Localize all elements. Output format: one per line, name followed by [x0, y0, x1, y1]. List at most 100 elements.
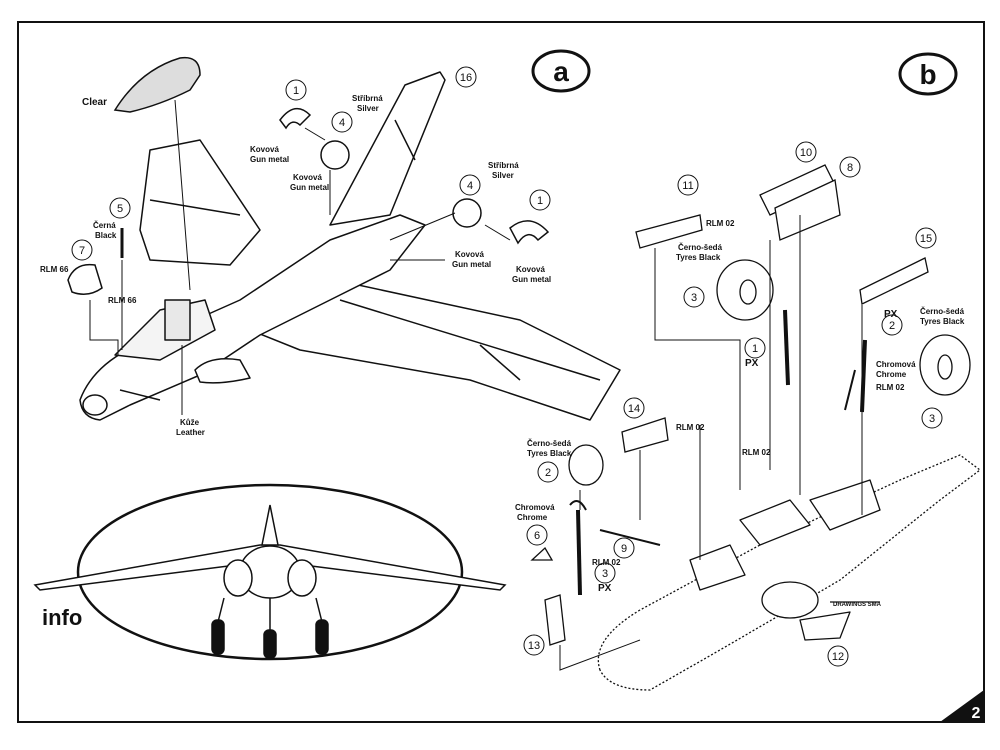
label-labels-a-leather: Leather [176, 428, 205, 437]
gear-doors [544, 164, 929, 646]
callout-6: 6 [526, 524, 548, 546]
label-labels-b-rlm02-15: RLM 02 [876, 383, 905, 392]
label-labels-a-silver2: Silver [492, 171, 514, 180]
label-labels-b-px2: PX [884, 309, 898, 320]
callout-2a: 2 [881, 314, 903, 336]
callout-11: 11 [677, 174, 699, 196]
label-part-numbers-p9: 9 [621, 543, 627, 555]
label-part-numbers-p6: 6 [534, 530, 540, 542]
leader-lines-a [89, 127, 511, 415]
intake-cone-part [320, 140, 350, 170]
label-labels-a-stribrna1: Stříbrná [352, 94, 383, 103]
callout-9: 9 [613, 537, 635, 559]
label-part-numbers-p15: 15 [920, 233, 932, 245]
callout-1b: 1 [529, 189, 551, 211]
label-labels-b-rlm02-14: RLM 02 [676, 423, 705, 432]
intake-cone-part-2 [452, 198, 482, 228]
section-b-marker: b [898, 52, 958, 96]
label-part-numbers-p3a: 3 [691, 292, 697, 304]
label-labels-a-stribrna2: Stříbrná [488, 161, 519, 170]
label-labels-b-chromova2: Chromová [515, 503, 555, 512]
callout-13: 13 [523, 634, 545, 656]
label-part-numbers-p1c: 1 [752, 343, 758, 355]
label-labels-a-kuze: Kůže [180, 418, 200, 427]
label-part-numbers-p3b: 3 [929, 413, 935, 425]
callout-2b: 2 [537, 461, 559, 483]
callout-15: 15 [915, 227, 937, 249]
label-part-numbers-p4b: 4 [467, 180, 473, 192]
label-labels-b-chromova1: Chromová [876, 360, 916, 369]
callout-7: 7 [71, 239, 93, 261]
label-labels-a-kovova4: Kovová [516, 265, 545, 274]
label-part-numbers-p8: 8 [847, 162, 853, 174]
label-labels-b-px3: PX [598, 583, 612, 594]
label-labels-b-px1: PX [745, 358, 759, 369]
exhaust-ring-part [279, 107, 312, 130]
callout-4a: 4 [331, 111, 353, 133]
callout-4b: 4 [459, 174, 481, 196]
label-labels-a-gunmetal2: Gun metal [290, 183, 329, 192]
label-part-numbers-p16: 16 [460, 72, 472, 84]
label-part-numbers-p1b: 1 [537, 195, 543, 207]
label-labels-b-cerno-seda2: Černo-šedá [920, 307, 965, 316]
landing-gear-parts [530, 259, 971, 596]
label-labels-b-rlm02-11: RLM 02 [706, 219, 735, 228]
label-part-numbers-p2a: 2 [889, 320, 895, 332]
info-label: info [42, 605, 82, 630]
label-part-numbers-p13: 13 [528, 640, 540, 652]
label-labels-b-chrome1: Chrome [876, 370, 907, 379]
callout-5: 5 [109, 197, 131, 219]
label-labels-b-chrome2: Chrome [517, 513, 548, 522]
label-labels-a-silver1: Silver [357, 104, 379, 113]
page-frame [17, 21, 985, 723]
label-labels-b-tyres2: Tyres Black [920, 317, 965, 326]
label-part-numbers-p7: 7 [79, 245, 85, 257]
callout-1c: 1 [744, 337, 766, 359]
callout-3c: 3 [594, 562, 616, 584]
leader-lines-b [559, 215, 863, 671]
label-labels-a-cerna: Černá [93, 221, 116, 230]
section-a-marker: a [531, 49, 591, 93]
label-section-b-label: b [919, 59, 936, 90]
page-number-tab: 2 [940, 690, 984, 722]
headrest-part [67, 263, 103, 295]
callout-12: 12 [827, 645, 849, 667]
label-labels-a-clear: Clear [82, 97, 107, 108]
label-labels-a-gunmetal1: Gun metal [250, 155, 289, 164]
label-labels-b-tyres1: Tyres Black [676, 253, 721, 262]
label-labels-a-kovova1: Kovová [250, 145, 279, 154]
callout-3a: 3 [683, 286, 705, 308]
label-part-numbers-p10: 10 [800, 147, 812, 159]
label-labels-b-cerno-seda3: Černo-šedá [527, 439, 572, 448]
label-labels-a-kovova2: Kovová [293, 173, 322, 182]
callout-14: 14 [623, 397, 645, 419]
callout-16: 16 [455, 66, 477, 88]
label-part-numbers-p2b: 2 [545, 467, 551, 479]
label-labels-a-gunmetal4: Gun metal [512, 275, 551, 284]
canopy-part: Clear [82, 56, 201, 291]
label-part-numbers-p14: 14 [628, 403, 640, 415]
label-labels-b-rlm02-9: RLM 02 [592, 558, 621, 567]
label-page-number: 2 [972, 705, 981, 722]
brand-strip: DRAWINGS SMA [833, 602, 882, 608]
callout-10: 10 [795, 141, 817, 163]
label-part-numbers-p1a: 1 [293, 85, 299, 97]
exhaust-ring-part-2 [509, 220, 550, 245]
label-part-numbers-p5: 5 [117, 203, 123, 215]
label-labels-a-rlm66-a: RLM 66 [40, 265, 69, 274]
label-labels-a-black: Black [95, 231, 117, 240]
label-part-numbers-p4a: 4 [339, 117, 345, 129]
info-front-view [33, 483, 507, 661]
label-part-numbers-p12: 12 [832, 651, 844, 663]
aircraft-b-drawing [597, 454, 981, 691]
label-labels-a-gunmetal3: Gun metal [452, 260, 491, 269]
label-part-numbers-p3c: 3 [602, 568, 608, 580]
label-part-numbers-p11: 11 [682, 180, 693, 192]
label-labels-b-cerno-seda1: Černo-šedá [678, 243, 723, 252]
label-labels-b-tyres3: Tyres Black [527, 449, 572, 458]
callout-8: 8 [839, 156, 861, 178]
label-section-a-label: a [553, 56, 569, 87]
label-labels-b-rlm02-mid: RLM 02 [742, 448, 771, 457]
label-labels-a-kovova3: Kovová [455, 250, 484, 259]
